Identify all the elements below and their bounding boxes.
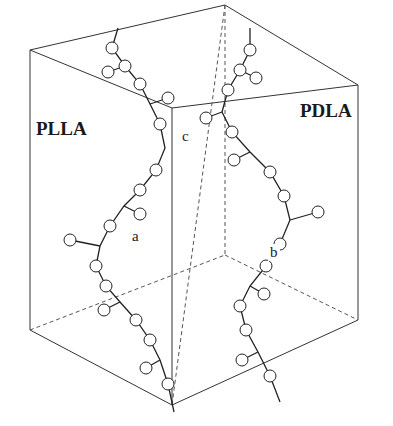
atom <box>236 354 248 366</box>
atom <box>258 288 270 300</box>
axis-label: c <box>180 128 191 145</box>
atom <box>106 42 118 54</box>
cell-hidden-edge <box>30 255 225 330</box>
atom <box>140 362 152 374</box>
atom <box>162 378 174 390</box>
plla-atoms <box>64 42 174 390</box>
atom <box>234 64 246 76</box>
atom <box>119 60 131 72</box>
atom <box>100 280 112 292</box>
atom <box>134 78 146 90</box>
hidden-edges <box>30 5 358 405</box>
atom <box>102 66 114 78</box>
cell-edge <box>30 50 31 330</box>
atom <box>264 166 276 178</box>
atom <box>244 44 256 56</box>
unit-cell <box>30 5 358 405</box>
atom <box>264 370 276 382</box>
atom <box>240 324 252 336</box>
atom <box>260 260 272 272</box>
cell-edge <box>172 108 173 405</box>
cell-bottom-edge <box>30 320 358 405</box>
atom <box>234 300 246 312</box>
atom <box>98 304 110 316</box>
cell-hidden-edge <box>225 255 358 320</box>
axis-label: b <box>268 244 280 261</box>
plla-chain <box>70 28 174 412</box>
atom <box>162 92 174 104</box>
chain-backbone <box>96 28 174 412</box>
atom <box>250 72 262 84</box>
pdla-chain <box>206 28 318 402</box>
cell-hidden-edge <box>225 5 226 255</box>
atom <box>150 164 162 176</box>
atom <box>90 260 102 272</box>
atom <box>226 126 238 138</box>
cell-top-face <box>30 5 358 108</box>
atom <box>134 208 146 220</box>
pdla-atoms <box>200 44 324 382</box>
atom <box>278 190 290 202</box>
atom <box>200 112 212 124</box>
chain-name: PLLA <box>34 118 89 139</box>
atom <box>154 118 166 130</box>
atom <box>222 84 234 96</box>
atom <box>134 184 146 196</box>
chain-name: PDLA <box>298 100 354 121</box>
chain-backbone <box>222 28 290 402</box>
atom <box>64 234 76 246</box>
atom <box>104 220 116 232</box>
cell-diagonal <box>172 5 225 405</box>
axis-label: a <box>130 228 141 245</box>
atom <box>228 154 240 166</box>
atom <box>312 206 324 218</box>
atom <box>144 334 156 346</box>
atom <box>130 314 142 326</box>
cell-edge <box>358 85 359 320</box>
